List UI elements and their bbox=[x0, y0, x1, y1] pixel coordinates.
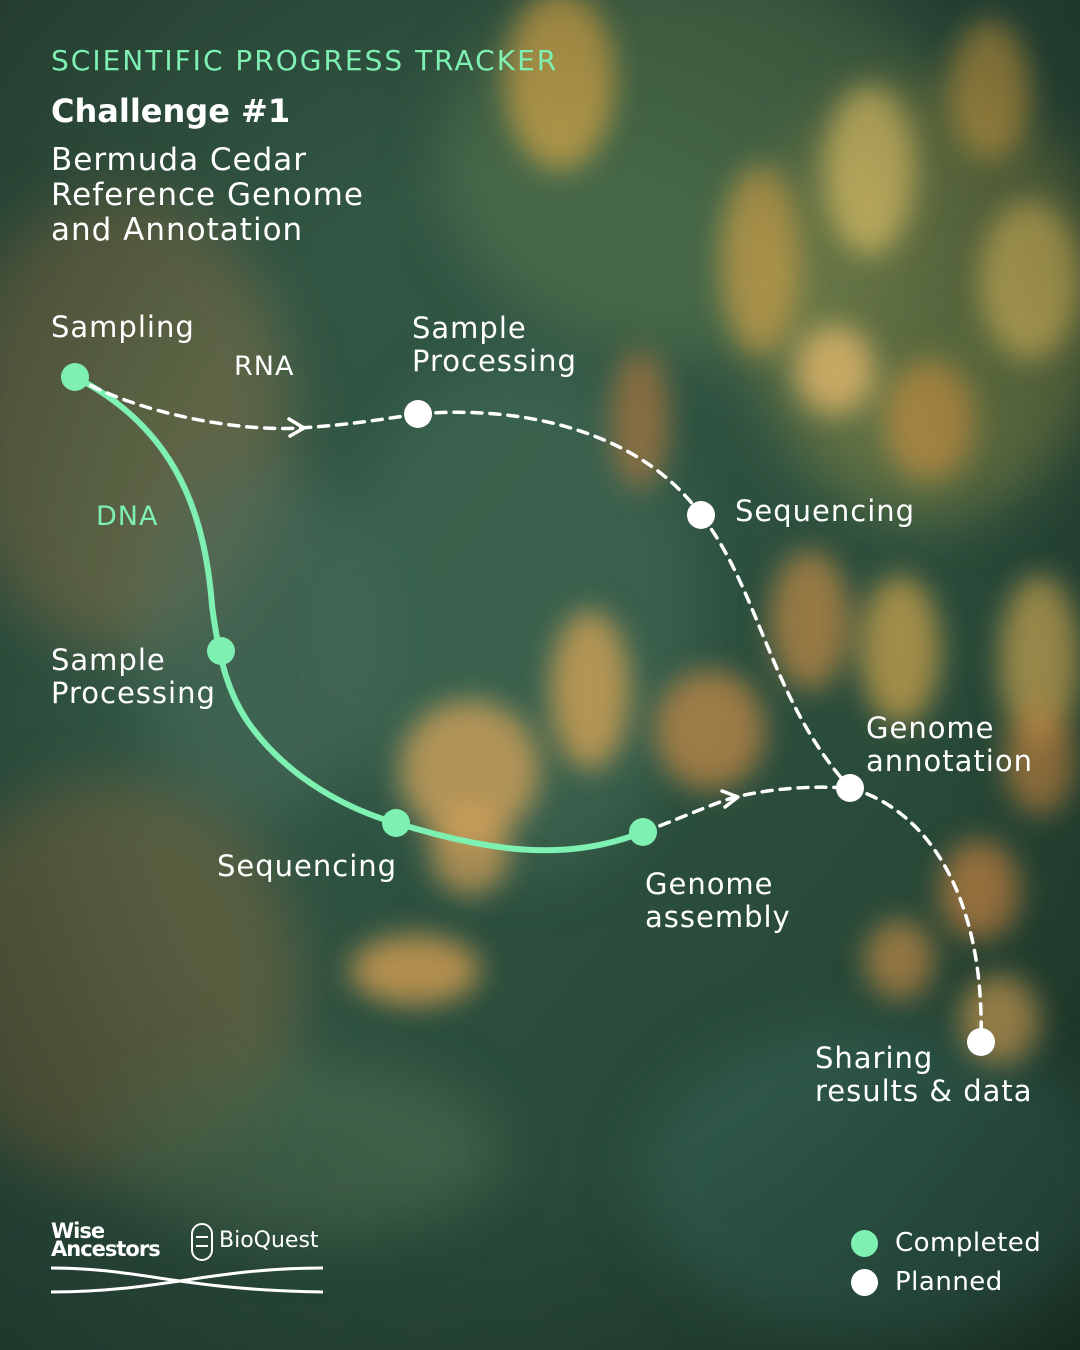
bioquest-logo-icon bbox=[191, 1223, 213, 1261]
project-subtitle: Bermuda Cedar Reference Genome and Annot… bbox=[51, 143, 364, 248]
label-sampling: Sampling bbox=[51, 310, 195, 344]
assembly-to-annotation-planned-path bbox=[641, 785, 852, 834]
node-rna-sample-processing bbox=[404, 400, 432, 428]
wise-ancestors-logo: Wise Ancestors bbox=[51, 1219, 161, 1261]
rna-planned-path bbox=[73, 375, 420, 431]
node-genome-annotation bbox=[836, 774, 864, 802]
node-genome-assembly bbox=[629, 818, 657, 846]
kicker-title: SCIENTIFIC PROGRESS TRACKER bbox=[51, 44, 559, 77]
label-dna-sequencing: Sequencing bbox=[217, 849, 398, 883]
rna-branch-label: RNA bbox=[234, 351, 295, 382]
completed-dot-icon bbox=[851, 1229, 878, 1257]
logo-crossing-lines bbox=[51, 1266, 324, 1294]
label-genome-annotation: Genome annotation bbox=[866, 711, 1033, 778]
label-rna-sequencing: Sequencing bbox=[735, 494, 916, 528]
assembly-arrowhead bbox=[720, 789, 740, 809]
dna-completed-path bbox=[72, 374, 646, 854]
dna-branch-label: DNA bbox=[96, 501, 159, 532]
subtitle-line: Reference Genome bbox=[51, 177, 364, 213]
planned-dot-icon bbox=[851, 1268, 878, 1296]
label-sharing: Sharing results & data bbox=[815, 1041, 1033, 1108]
rna-arrowhead bbox=[287, 417, 306, 438]
subtitle-line: Bermuda Cedar bbox=[51, 142, 308, 178]
label-genome-assembly: Genome assembly bbox=[645, 867, 791, 934]
rna-processing-to-sequencing-path bbox=[416, 410, 703, 517]
challenge-title: Challenge #1 bbox=[51, 92, 291, 130]
rna-sequencing-to-annotation-path bbox=[699, 513, 852, 790]
annotation-to-sharing-path bbox=[848, 786, 983, 1044]
node-dna-sequencing bbox=[382, 809, 410, 837]
legend-completed: Completed bbox=[851, 1228, 1041, 1258]
label-rna-sample-processing: Sample Processing bbox=[412, 311, 577, 378]
node-rna-sequencing bbox=[687, 501, 715, 529]
node-sharing bbox=[967, 1028, 995, 1056]
node-sampling bbox=[61, 363, 89, 391]
bioquest-logo-text: BioQuest bbox=[219, 1228, 319, 1253]
label-dna-sample-processing: Sample Processing bbox=[51, 643, 216, 710]
node-dna-sample-processing bbox=[207, 637, 235, 665]
legend-planned: Planned bbox=[851, 1267, 1003, 1297]
subtitle-line: and Annotation bbox=[51, 212, 304, 248]
